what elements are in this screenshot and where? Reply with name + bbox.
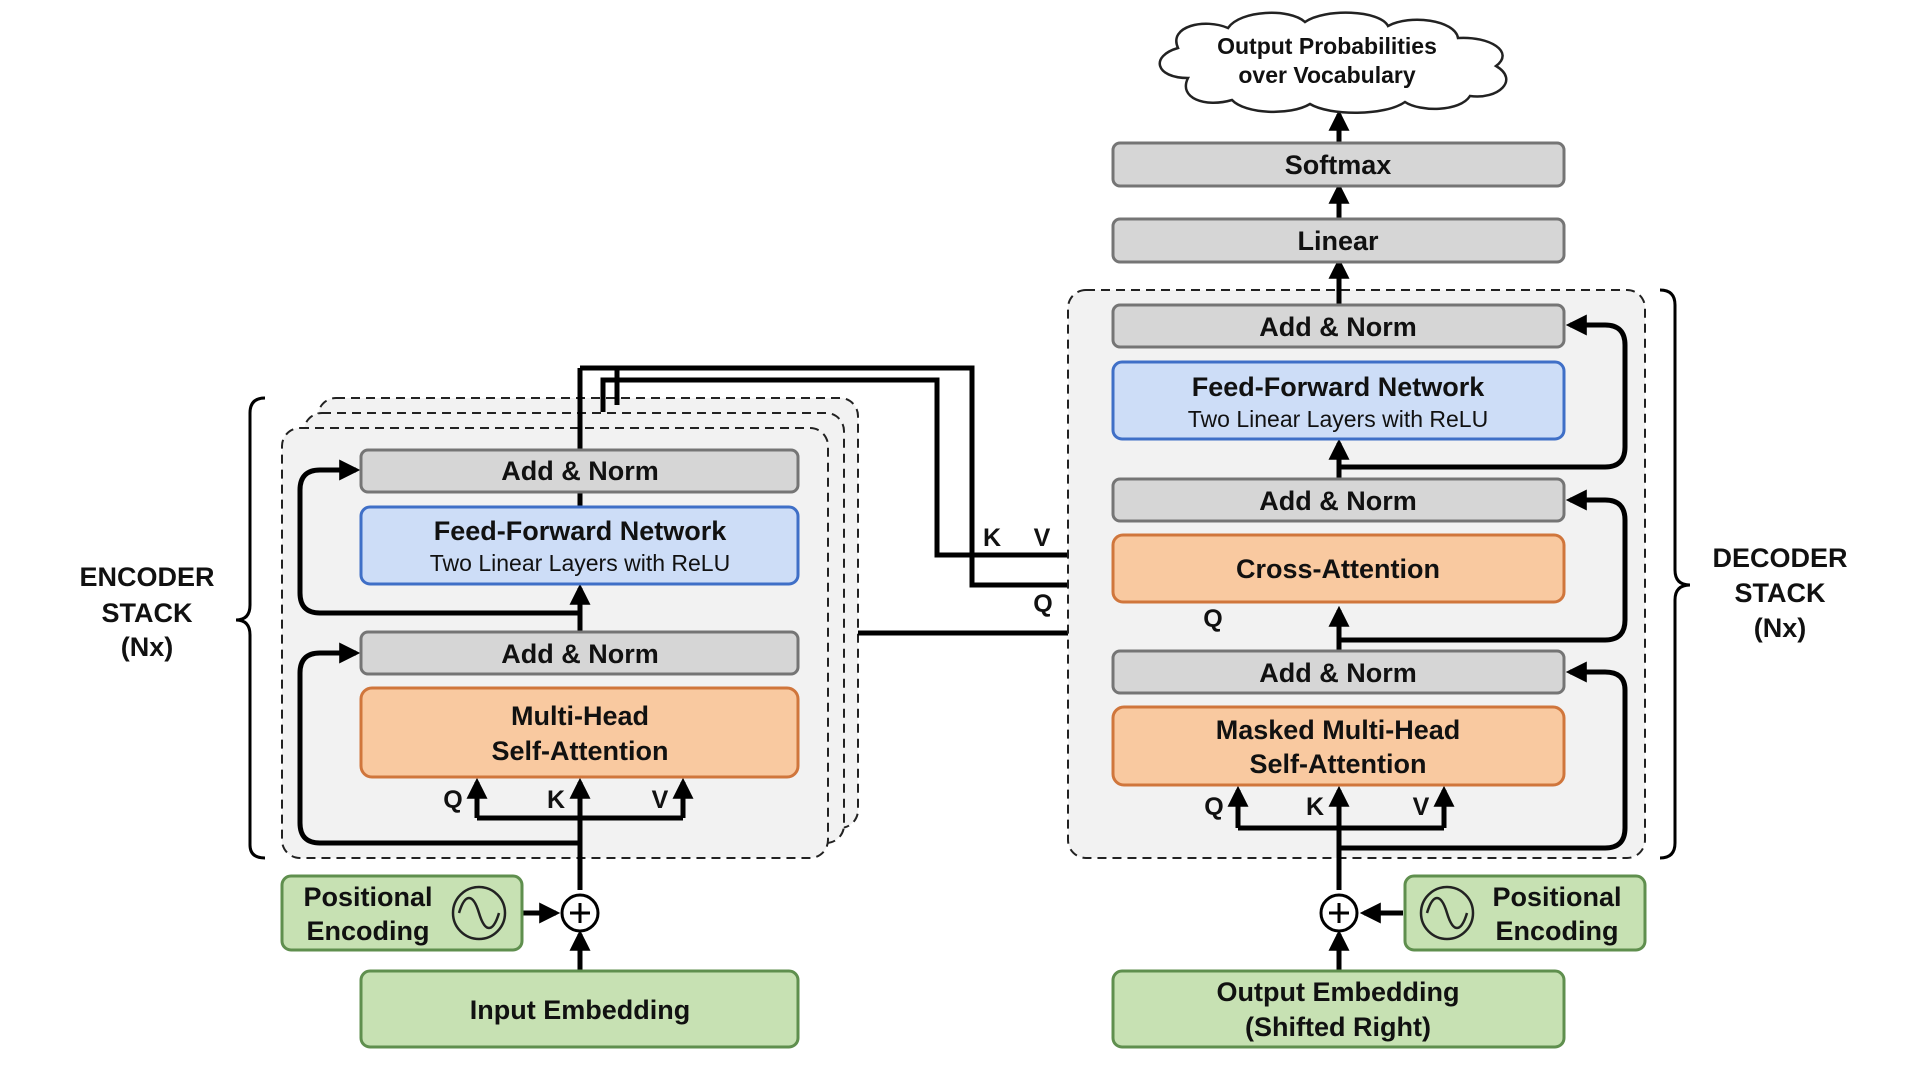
decoder-add-norm-top-box <box>1111 303 1566 349</box>
decoder-ffn-title: Feed-Forward Network <box>1192 372 1486 402</box>
softmax-label: Softmax <box>1285 150 1392 180</box>
masked-attention-line1: Masked Multi-Head <box>1216 715 1461 745</box>
encoder-ffn-subtitle: Two Linear Layers with ReLU <box>430 550 730 576</box>
cross-attention-box <box>1111 533 1566 604</box>
softmax-box <box>1111 141 1566 188</box>
encoder-positional-line2: Encoding <box>307 916 430 946</box>
encoder-add-norm-top-box <box>359 448 800 494</box>
plus-circle-icon <box>1319 893 1359 933</box>
cross-q-in-label: Q <box>1203 605 1222 633</box>
encoder-add-norm-top-label: Add & Norm <box>501 456 659 486</box>
encoder-brace <box>235 396 266 860</box>
encoder-self-attention-box <box>359 686 800 779</box>
encoder-k-label: K <box>547 786 565 814</box>
decoder-v-label: V <box>1413 793 1430 821</box>
decoder-stack-label-line1: DECODER <box>1712 543 1847 573</box>
masked-attention-line2: Self-Attention <box>1250 749 1427 779</box>
decoder-add-norm-mid-label: Add & Norm <box>1259 486 1417 516</box>
decoder-add-norm-mid-box <box>1111 477 1566 523</box>
encoder-stack-label-line3: (Nx) <box>121 632 174 662</box>
encoder-stack-label-line2: STACK <box>102 598 193 628</box>
decoder-k-label: K <box>1306 793 1324 821</box>
input-embedding-label: Input Embedding <box>470 995 690 1025</box>
output-embedding-box <box>1111 969 1566 1049</box>
output-cloud-line2: over Vocabulary <box>1238 62 1415 88</box>
decoder-stack-label-line3: (Nx) <box>1754 613 1807 643</box>
encoder-add-norm-bottom-label: Add & Norm <box>501 639 659 669</box>
encoder-stack-label-line1: ENCODER <box>79 562 214 592</box>
sine-wave-icon <box>451 885 507 941</box>
output-embedding-line1: Output Embedding <box>1217 977 1460 1007</box>
cloud-icon <box>1158 11 1508 114</box>
encoder-v-label: V <box>652 786 669 814</box>
encoder-self-attention-line2: Self-Attention <box>492 736 669 766</box>
linear-label: Linear <box>1297 226 1379 256</box>
decoder-positional-line2: Encoding <box>1496 916 1619 946</box>
decoder-add-norm-bottom-box <box>1111 649 1566 695</box>
decoder-add-norm-top-label: Add & Norm <box>1259 312 1417 342</box>
encoder-q-label: Q <box>443 786 462 814</box>
plus-circle-icon <box>560 893 600 933</box>
linear-box <box>1111 217 1566 264</box>
input-embedding-box <box>359 969 800 1049</box>
encoder-add-norm-bottom-box <box>359 630 800 676</box>
decoder-connectors <box>1227 109 1628 970</box>
encoder-self-attention-line1: Multi-Head <box>511 701 649 731</box>
encoder-ffn-box <box>359 505 800 586</box>
output-cloud-line1: Output Probabilities <box>1217 33 1437 59</box>
decoder-stack-label-line2: STACK <box>1735 578 1826 608</box>
masked-self-attention-box <box>1111 705 1566 787</box>
output-embedding-line2: (Shifted Right) <box>1245 1012 1431 1042</box>
encoder-positional-line1: Positional <box>303 882 432 912</box>
cross-q-label: Q <box>1033 590 1052 618</box>
cross-attention-label: Cross-Attention <box>1236 554 1440 584</box>
decoder-positional-line1: Positional <box>1492 882 1621 912</box>
cross-k-label: K <box>983 524 1001 552</box>
decoder-q-label: Q <box>1204 793 1223 821</box>
decoder-add-norm-bottom-label: Add & Norm <box>1259 658 1417 688</box>
cross-v-label: V <box>1034 524 1051 552</box>
decoder-ffn-box <box>1111 360 1566 441</box>
decoder-ffn-subtitle: Two Linear Layers with ReLU <box>1188 406 1488 432</box>
decoder-brace <box>1659 288 1691 860</box>
sine-wave-icon <box>1419 885 1475 941</box>
encoder-ffn-title: Feed-Forward Network <box>434 516 728 546</box>
